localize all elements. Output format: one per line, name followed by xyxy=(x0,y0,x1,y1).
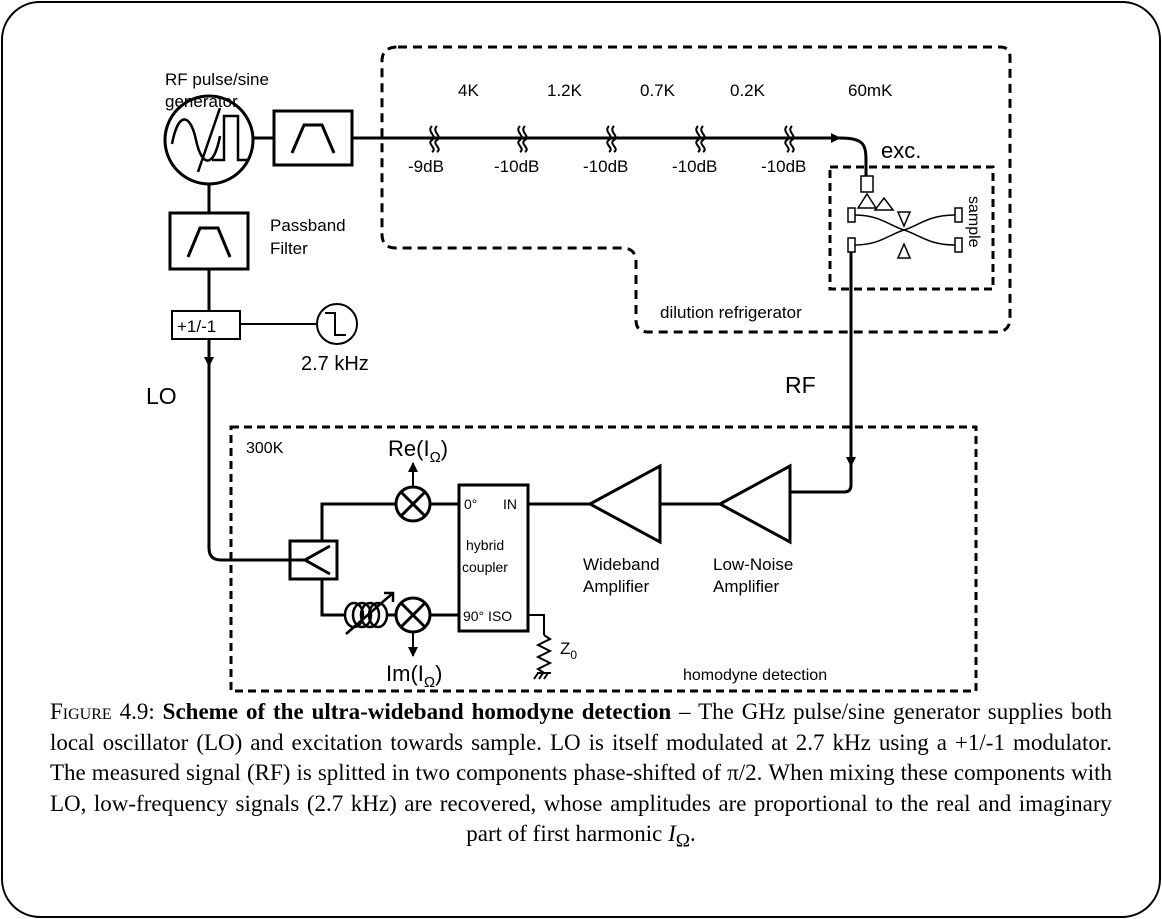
sample-device-icon xyxy=(847,175,963,270)
caption-end: . xyxy=(690,821,696,846)
passband-label-line1: Passband xyxy=(270,216,346,235)
attenuation-5: -10dB xyxy=(761,157,806,176)
lo-line xyxy=(207,366,290,562)
wideband-label-line2: Amplifier xyxy=(583,577,649,596)
figure-caption: Figure 4.9: Scheme of the ultra-wideband… xyxy=(50,697,1112,857)
homodyne-box xyxy=(229,425,978,693)
z0-termination-line xyxy=(528,614,545,635)
lo-label: LO xyxy=(146,383,177,409)
caption-symbol-sub: Ω xyxy=(675,830,690,852)
splitter-to-phase-shifter xyxy=(320,579,346,617)
phase-shifter-icon xyxy=(343,591,395,635)
exc-label: exc. xyxy=(881,138,921,163)
mixer-re-icon xyxy=(394,485,432,523)
bandpass-filter-top xyxy=(272,109,354,167)
z0-resistor-icon xyxy=(535,634,553,674)
ground-icon xyxy=(533,672,551,680)
lna-icon xyxy=(716,463,792,545)
z0-label: Z0 xyxy=(560,639,577,662)
passband-filter xyxy=(168,211,250,271)
attenuation-2: -10dB xyxy=(494,157,539,176)
modulation-frequency: 2.7 kHz xyxy=(301,353,369,375)
stage-300k-label: 300K xyxy=(246,440,284,457)
coupler-label-line2: coupler xyxy=(462,559,508,575)
generator-label-line1: RF pulse/sine xyxy=(165,70,269,89)
fridge-label: dilution refrigerator xyxy=(660,303,802,322)
stage-temp-60mk: 60mK xyxy=(848,81,893,100)
mixer-im-icon xyxy=(394,596,432,634)
passband-label-line2: Filter xyxy=(270,239,308,258)
caption-title: Scheme of the ultra-wideband homodyne de… xyxy=(162,699,672,724)
rf-label: RF xyxy=(785,372,816,398)
attenuator-2 xyxy=(517,125,528,153)
attenuator-3 xyxy=(606,125,617,153)
sample-box xyxy=(828,165,995,291)
caption-symbol: I xyxy=(668,821,676,846)
lna-label-line1: Low-Noise xyxy=(713,555,793,574)
stage-temp-4k: 4K xyxy=(458,81,479,100)
lna-label-line2: Amplifier xyxy=(713,577,779,596)
sample-label: sample xyxy=(965,196,982,248)
wideband-label-line1: Wideband xyxy=(583,555,660,574)
attenuation-1: -9dB xyxy=(408,157,444,176)
re-output-label: Re(IΩ) xyxy=(388,436,448,466)
stage-temp-1-2k: 1.2K xyxy=(547,81,583,100)
attenuator-1 xyxy=(429,125,440,153)
attenuator-4 xyxy=(695,125,706,153)
coupler-port-0: 0° xyxy=(464,496,477,512)
caption-figure-label: Figure 4.9: xyxy=(50,699,155,724)
im-output-label: Im(IΩ) xyxy=(386,661,442,691)
exc-to-sample-line xyxy=(839,136,868,176)
hybrid-coupler xyxy=(457,483,530,633)
attenuation-4: -10dB xyxy=(672,157,717,176)
square-wave-source-icon xyxy=(316,303,358,345)
caption-dash: – xyxy=(671,699,699,724)
stage-temp-0-2k: 0.2K xyxy=(730,81,766,100)
fridge-boundary xyxy=(380,45,1012,334)
coupler-port-90: 90° ISO xyxy=(463,608,512,624)
caption-body: The GHz pulse/sine generator supplies bo… xyxy=(50,699,1112,846)
splitter-symbol xyxy=(301,544,331,576)
stage-temp-0-7k: 0.7K xyxy=(640,81,676,100)
homodyne-label: homodyne detection xyxy=(683,667,827,684)
wideband-amplifier-icon xyxy=(586,463,662,545)
attenuator-5 xyxy=(784,125,795,153)
modulator-label: +1/-1 xyxy=(177,317,216,336)
splitter-to-mixer-top xyxy=(320,502,395,541)
rf-return-line xyxy=(843,270,853,494)
attenuation-3: -10dB xyxy=(583,157,628,176)
coupler-label-line1: hybrid xyxy=(466,537,504,553)
coupler-port-in: IN xyxy=(503,496,517,512)
